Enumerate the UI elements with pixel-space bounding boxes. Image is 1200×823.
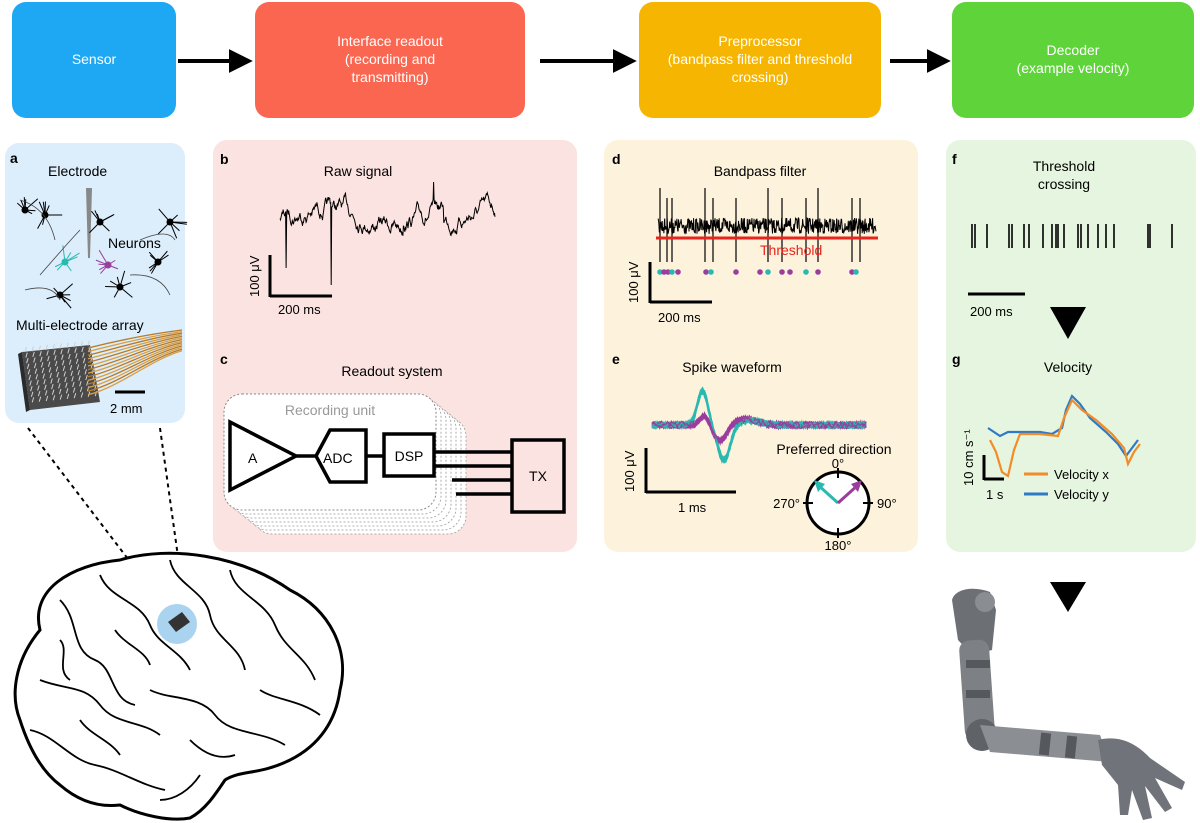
preprocessor-label-2: (bandpass filter and threshold [668,51,852,67]
decoder-label-2: (example velocity) [1017,60,1130,76]
legend-x-label: Velocity x [1054,467,1109,482]
multi-electrode-array-icon [18,329,183,412]
wave-x-scale-label: 1 ms [678,500,707,515]
decoder-label-1: Decoder [1047,42,1100,58]
preprocessor-label-3: crossing) [732,69,789,85]
bandpass-filter-title: Bandpass filter [714,163,807,179]
deg-180-label: 180° [825,538,852,553]
array-scale-label: 2 mm [110,401,143,416]
panel-g: g Velocity 10 cm s⁻¹ 1 s Velocity x Velo… [952,351,1141,502]
bp-x-scale-label: 200 ms [658,310,701,325]
panel-e-letter: e [612,351,620,367]
pipeline-preprocessor-box: Preprocessor (bandpass filter and thresh… [639,2,881,118]
dsp-block [382,432,436,478]
spike-waveforms [651,386,867,464]
panel-b: b Raw signal 100 μV 200 ms [220,151,496,317]
sensor-label: Sensor [72,51,117,67]
raw-x-scale-label: 200 ms [278,302,321,317]
bp-y-scale-label: 100 μV [626,261,641,303]
panel-e: e Spike waveform 100 μV 1 ms Preferred d… [612,351,897,553]
panel-f-letter: f [952,151,957,167]
pipeline-decoder-box: Decoder (example velocity) [952,2,1194,118]
readout-system-title: Readout system [341,363,442,379]
amplifier-icon [228,419,300,493]
vel-y-scale-label: 10 cm s⁻¹ [961,429,976,486]
panel-d: d Bandpass filter Threshold 100 μV 200 m… [612,151,878,325]
raw-signal-trace [279,181,496,286]
wave-y-scale-label: 100 μV [622,450,637,492]
threshold-crossing-title-1: Threshold [1033,158,1095,174]
vel-x-scale-label: 1 s [986,487,1004,502]
spike-raster [971,224,1173,248]
velocity-y-line [987,394,1139,458]
panel-b-letter: b [220,151,229,167]
pipeline-sensor-box: Sensor [12,2,176,118]
bus-lines [434,450,512,496]
electrode-label: Electrode [48,163,107,179]
interface-label-1: Interface readout [337,33,443,49]
interface-label-2: (recording and [345,51,435,67]
interface-label-3: transmitting) [351,69,428,85]
threshold-crossing-title-2: crossing [1038,176,1090,192]
array-label: Multi-electrode array [16,317,144,333]
threshold-label: Threshold [760,242,822,258]
panel-f: f Threshold crossing 200 ms [952,151,1173,339]
raw-y-scale-label: 100 μV [247,255,262,297]
transmitter-label: TX [529,468,548,484]
deg-270-label: 270° [773,496,800,511]
panel-g-letter: g [952,351,961,367]
velocity-x-line [989,398,1141,478]
pipeline-interface-box: Interface readout (recording and transmi… [255,2,525,118]
panel-c-letter: c [220,351,228,367]
adc-label: ADC [323,450,353,466]
legend-y-label: Velocity y [1054,487,1109,502]
deg-0-label: 0° [832,456,844,471]
panel-a: a Electrode Neurons Multi-electrode arra… [10,150,188,416]
bandpass-trace [657,216,877,235]
panel-c: c Readout system Recording unit A ADC DS… [220,351,566,535]
brain-icon [13,551,345,821]
neurons-cluster-icon [17,197,188,309]
dsp-label: DSP [395,448,424,464]
arrow-down-icon [1050,307,1086,339]
robotic-arm-icon [952,588,1185,820]
spike-waveform-title: Spike waveform [682,359,782,375]
arrow-down-icon [1050,582,1086,612]
panel-de-background [604,140,918,552]
amplifier-label: A [248,450,258,466]
preprocessor-label-1: Preprocessor [718,33,802,49]
panel-a-letter: a [10,150,18,166]
velocity-title: Velocity [1044,359,1092,375]
panel-d-letter: d [612,151,621,167]
spike-dots [657,269,859,275]
compass-ticks [803,468,873,538]
transmitter-block [510,438,566,514]
raw-signal-title: Raw signal [324,163,392,179]
bandpass-spikes [659,188,861,262]
recording-unit-label: Recording unit [285,402,375,418]
preferred-direction-title: Preferred direction [776,441,891,457]
deg-90-label: 90° [877,496,897,511]
raster-x-scale-label: 200 ms [970,304,1013,319]
neurons-label: Neurons [108,235,161,251]
electrode-shank-icon [86,188,92,258]
